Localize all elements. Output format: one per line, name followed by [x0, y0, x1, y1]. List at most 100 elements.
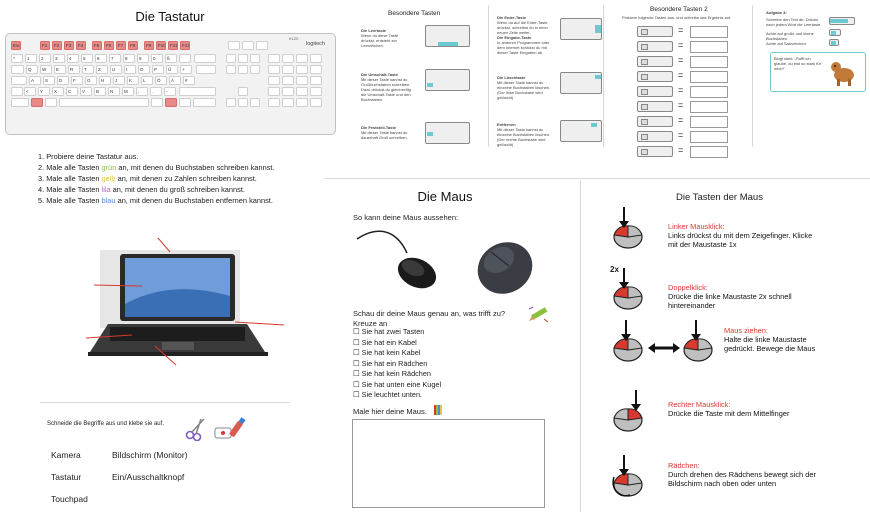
cut-term-bildschirm: Bildschirm (Monitor): [112, 450, 188, 460]
answer-field-9[interactable]: [690, 146, 728, 158]
key-numpad: [296, 87, 308, 96]
task-2: Achte auf große und kleine Buchstaben.: [766, 31, 814, 41]
key-numpad: [296, 65, 308, 74]
key-f11: F11: [168, 41, 178, 50]
keyboard-thumbnail-2: [425, 69, 470, 91]
mouse-option-1[interactable]: ☐ Sie hat zwei Tasten: [353, 327, 425, 336]
key-arrow: [226, 98, 236, 107]
keyboard-instructions: 1. Probiere deine Tastatur aus.2. Male a…: [38, 151, 328, 206]
maus-title: Die Maus: [417, 189, 473, 204]
mouse-option-4[interactable]: ☐ Sie hat ein Rädchen: [353, 358, 428, 368]
checkbox-icon[interactable]: ☐: [353, 390, 362, 399]
key-3-2: D: [57, 76, 69, 85]
tasten-head-5: Rädchen:: [668, 461, 700, 470]
key-tab: [11, 65, 24, 74]
laptop-image: [85, 237, 285, 366]
key-numpad: [282, 87, 294, 96]
mouse-click-illustration-4: [613, 390, 643, 432]
answer-field-7[interactable]: [690, 116, 728, 128]
key-menu: [179, 98, 191, 107]
mouse-click-illustration-2: [613, 268, 643, 310]
key-4-1: Y: [38, 87, 50, 96]
keyboard-thumbnail-r1: [560, 18, 602, 40]
key-win-left: [31, 98, 43, 107]
key-capslock: [11, 76, 27, 85]
key-nav: [250, 65, 260, 74]
mouse-option-5[interactable]: ☐ Sie hat kein Rädchen: [353, 369, 431, 378]
key-numpad: [282, 65, 294, 74]
key-numpad: [296, 76, 308, 85]
key-nav: [226, 65, 236, 74]
key-nav: [238, 54, 248, 63]
key-combo-7: [637, 116, 673, 127]
key-3-10: Ä: [169, 76, 181, 85]
mouse-option-6[interactable]: ☐ Sie hat unten eine Kugel: [353, 379, 442, 389]
key-numpad: [268, 87, 280, 96]
equals-sign: =: [678, 25, 684, 35]
answer-field-3[interactable]: [690, 56, 728, 68]
scissors-icon: [185, 418, 205, 441]
maus-draw-box: [352, 419, 545, 508]
checkbox-icon[interactable]: ☐: [353, 379, 362, 389]
instruction-5: 5. Male alle Tasten blau an, mit denen d…: [38, 196, 273, 205]
key-f9: F9: [144, 41, 154, 50]
mouse-option-2[interactable]: ☐ Sie hat ein Kabel: [353, 337, 417, 347]
keyboard-thumbnail-1: [425, 25, 470, 47]
answer-field-8[interactable]: [690, 131, 728, 143]
answer-field-4[interactable]: [690, 71, 728, 83]
key-numpad: [268, 98, 280, 107]
pencil-icon: [528, 306, 549, 323]
key-2-2: E: [54, 65, 66, 74]
tasten-title: Die Tasten der Maus: [676, 192, 763, 203]
key-f2: F2: [52, 41, 62, 50]
key-numpad: [310, 65, 322, 74]
answer-field-6[interactable]: [690, 101, 728, 113]
mouse-click-illustration-5: [612, 455, 643, 497]
key-system: [228, 41, 240, 50]
key-combo-1: [637, 26, 673, 37]
task-1: Schreibe den Text ab. Drücke nach jedem …: [766, 17, 822, 27]
checkbox-icon[interactable]: ☐: [353, 327, 362, 336]
key-3-9: Ö: [155, 76, 167, 85]
key-nav: [238, 65, 248, 74]
checkbox-icon[interactable]: ☐: [353, 337, 362, 347]
answer-field-2[interactable]: [690, 41, 728, 53]
equals-sign: =: [678, 130, 684, 140]
mouse-checklist: ☐ Sie hat zwei Tasten☐ Sie hat ein Kabel…: [353, 327, 441, 401]
answer-field-1[interactable]: [690, 26, 728, 38]
besondere-title: Besondere Tasten: [388, 10, 441, 17]
wireless-mouse-image: [477, 242, 533, 294]
tasten-head-3: Maus ziehen:: [724, 326, 768, 335]
checkbox-icon[interactable]: ☐: [353, 358, 362, 368]
key-4-3: C: [66, 87, 78, 96]
key-numpad: [296, 98, 308, 107]
key-1-7: 7: [109, 54, 121, 63]
besondere2-title: Besondere Tasten 2: [650, 6, 708, 13]
note-text: Biogi sieht: „Rufft ich glaube, du bist …: [774, 56, 821, 71]
key-1-6: 6: [95, 54, 107, 63]
key-3-5: H: [99, 76, 111, 85]
checkbox-icon[interactable]: ☐: [353, 369, 362, 378]
key-1-0: ^: [11, 54, 23, 63]
answer-field-5[interactable]: [690, 86, 728, 98]
key-4-0: <: [24, 87, 36, 96]
key-f6: F6: [104, 41, 114, 50]
checkbox-icon[interactable]: ☐: [353, 348, 362, 357]
tasten-text-3: Halte die linke Maustaste gedrückt. Bewe…: [724, 335, 816, 353]
key-2-8: O: [138, 65, 150, 74]
mouse-option-3[interactable]: ☐ Sie hat kein Kabel: [353, 348, 421, 357]
equals-sign: =: [678, 100, 684, 110]
mouse-click-illustration-1: [613, 207, 643, 249]
key-1-2: 2: [39, 54, 51, 63]
key-2-9: P: [152, 65, 164, 74]
key-combo-2: [637, 41, 673, 52]
mouse-option-7[interactable]: ☐ Sie leuchtet unten.: [353, 390, 423, 399]
instruction-1: 1. Probiere deine Tastatur aus.: [38, 152, 139, 161]
key-numpad: [310, 54, 322, 63]
key-win-right: [165, 98, 177, 107]
